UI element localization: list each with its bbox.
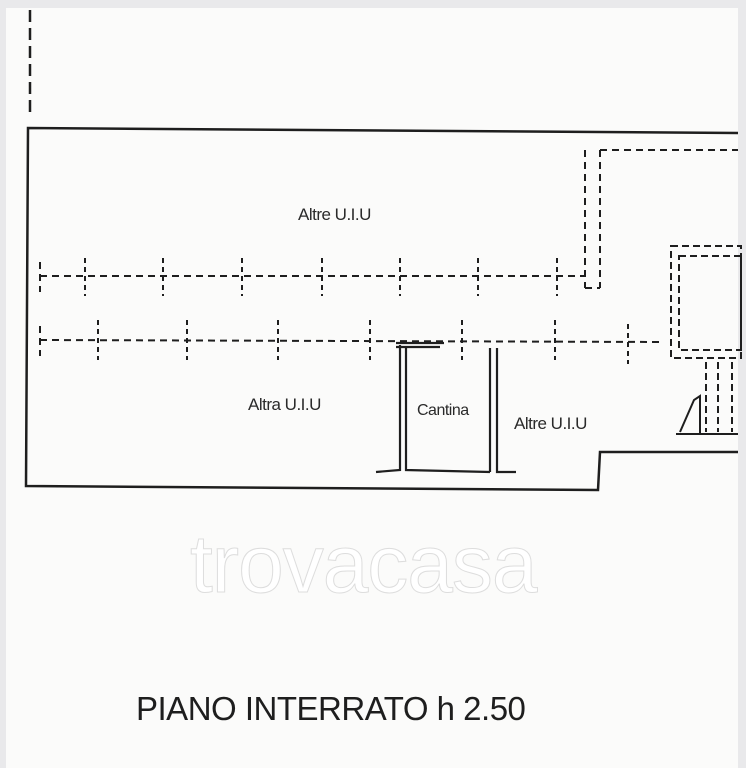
room-label-altre-uiu-right: Altre U.I.U [514, 414, 587, 433]
room-label-altre-uiu-top: Altre U.I.U [298, 205, 371, 224]
stair-box [670, 245, 742, 432]
room-label-cantina: Cantina [417, 402, 469, 419]
lower-partition-ticks [97, 320, 629, 364]
lower-partition-line [39, 326, 661, 356]
room-label-altra-uiu: Altra U.I.U [248, 395, 321, 414]
floor-title: PIANO INTERRATO h 2.50 [136, 690, 526, 727]
upper-partition-ticks [84, 258, 558, 296]
watermark: trovacasa [190, 519, 539, 610]
floor-plan-page [6, 8, 738, 768]
outer-wall [24, 126, 739, 492]
stair-arrow [679, 394, 701, 434]
cantina-walls [375, 341, 516, 474]
upper-partition-line [39, 149, 738, 292]
